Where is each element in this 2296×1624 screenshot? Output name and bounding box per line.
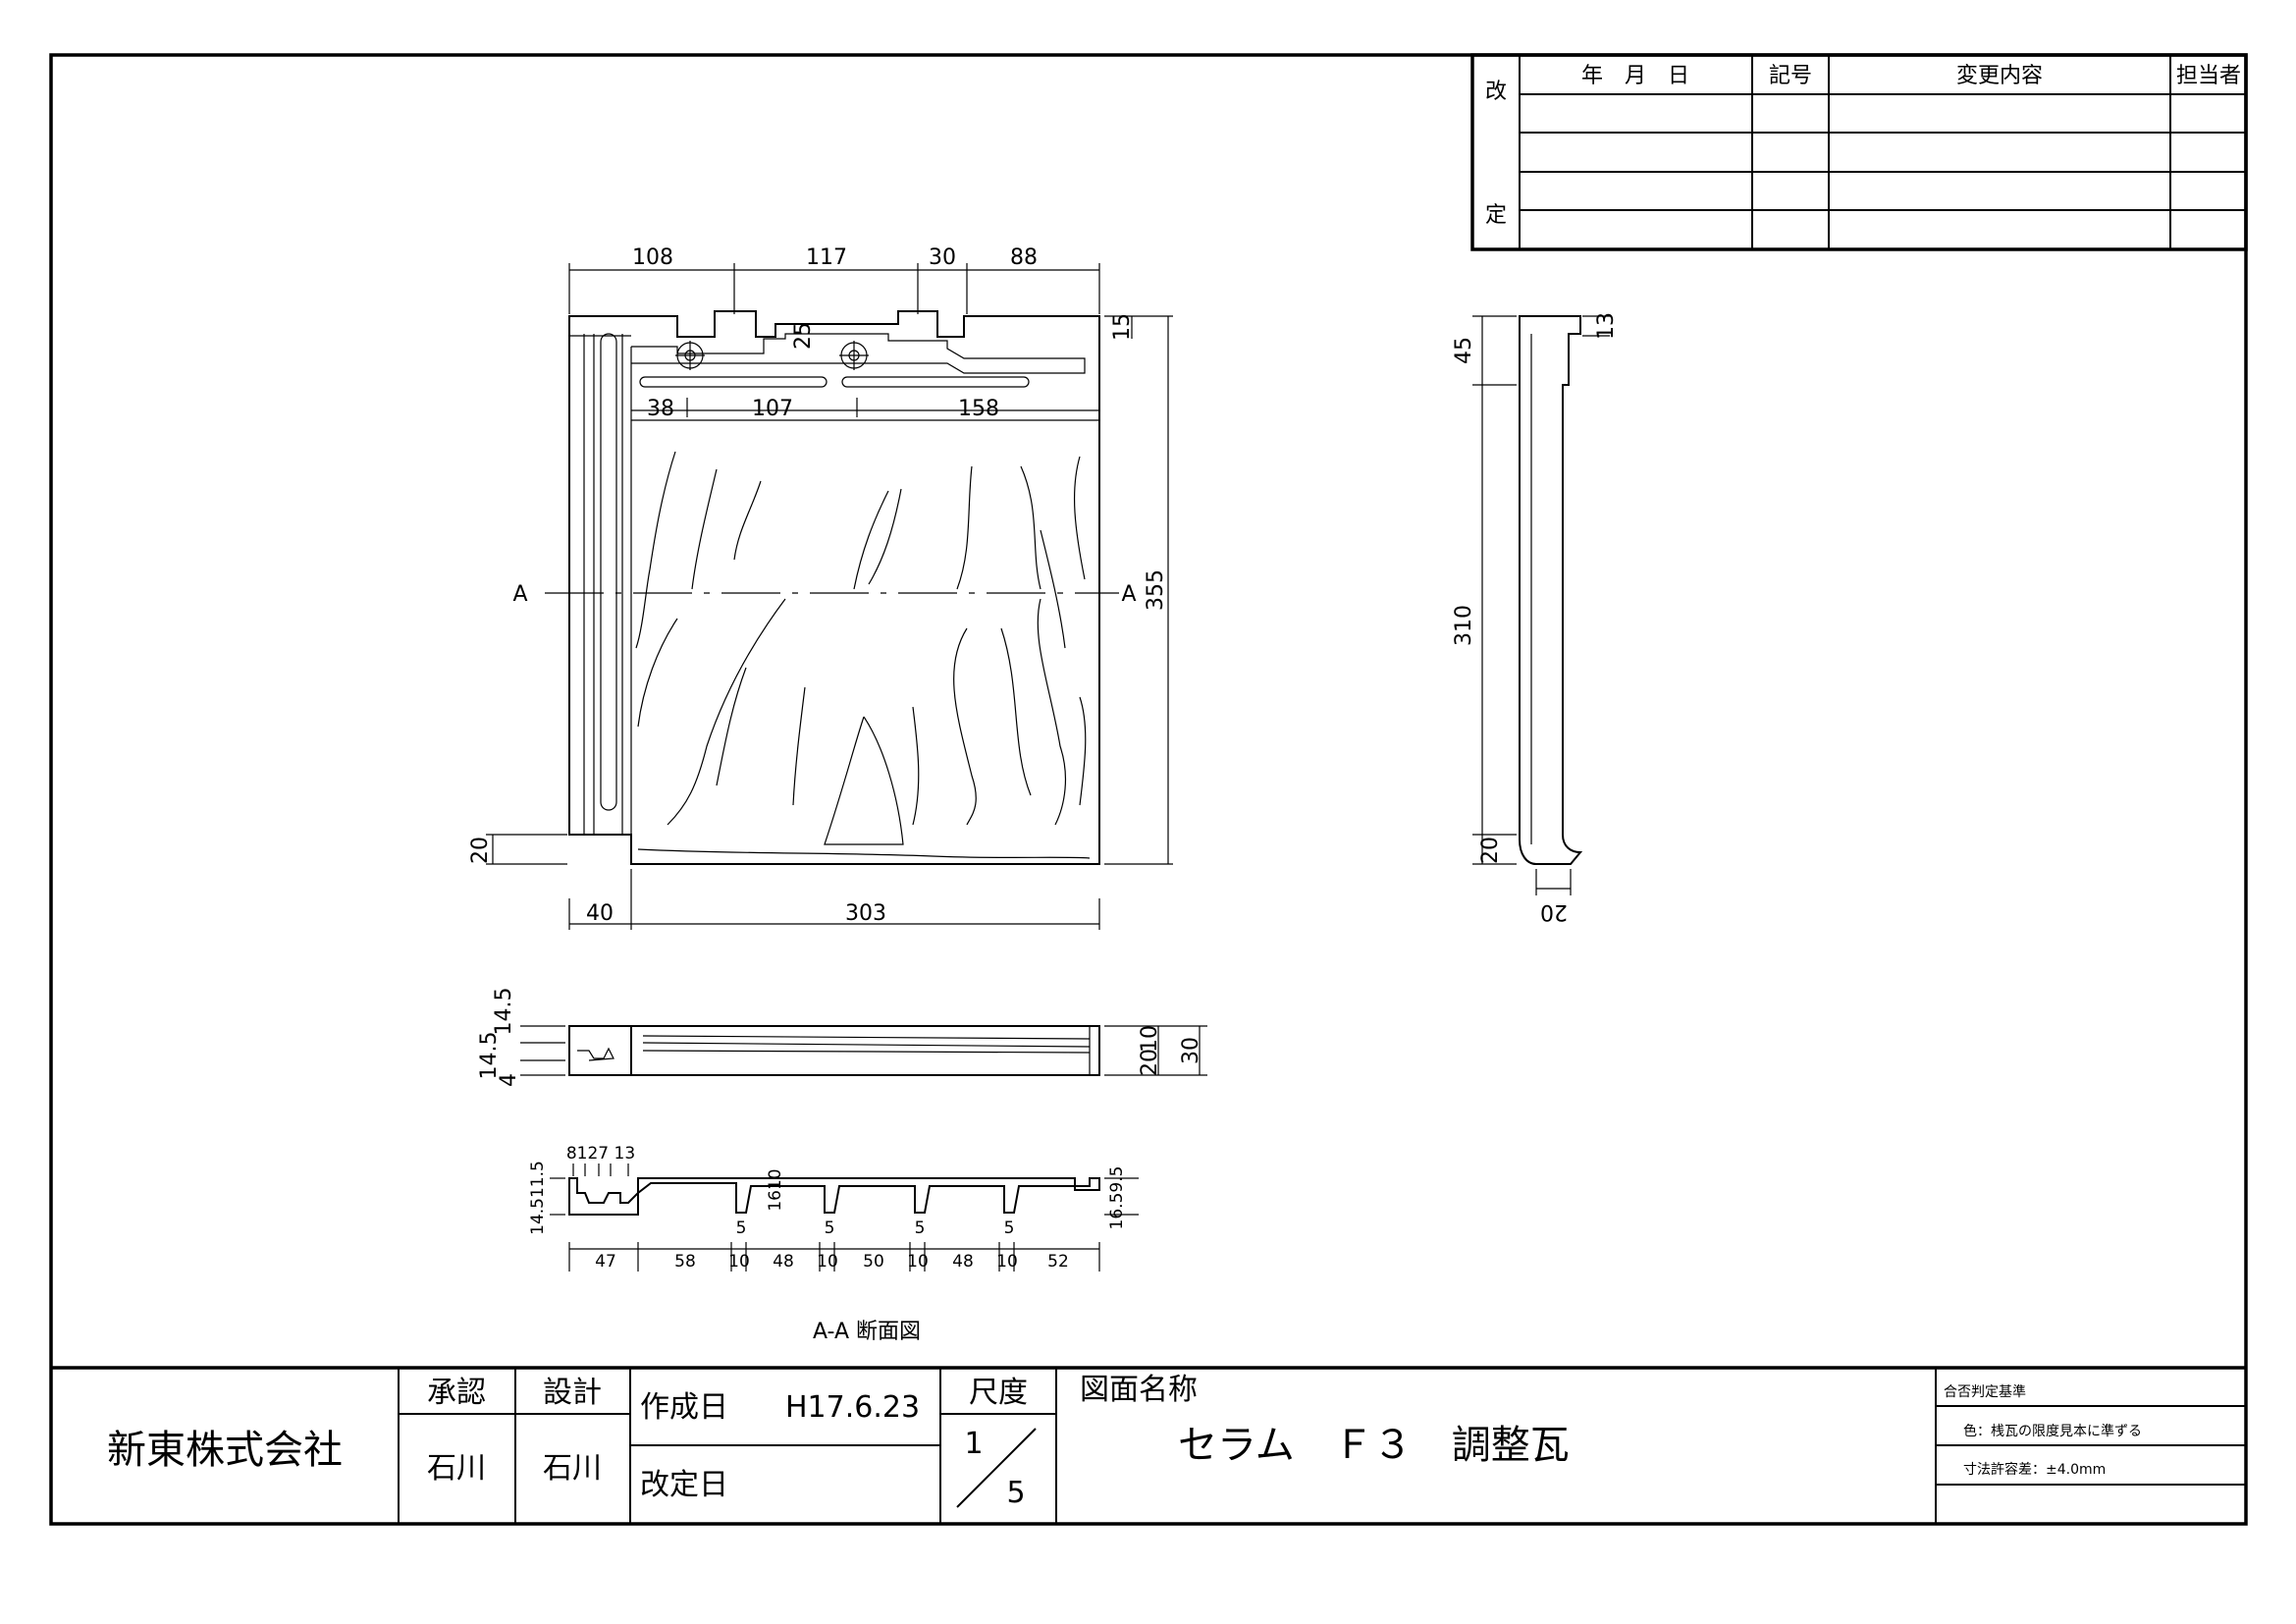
designer-name: 石川 (543, 1451, 602, 1486)
dim-left-section: 14.511.5 (528, 1161, 548, 1235)
design-label: 設計 (543, 1376, 602, 1410)
dim-10-end: 10 (1138, 1025, 1162, 1053)
side-view: 45 310 20 13 20 (1452, 312, 1619, 924)
slot-dim-3: 5 (915, 1218, 926, 1238)
drawing-frame (49, 53, 2248, 1526)
end-view: 14.5 14.5 4 20 10 30 (477, 988, 1207, 1087)
revised-label: 改定日 (640, 1468, 728, 1502)
dim-20-side: 20 (1478, 837, 1503, 864)
dim-14-5: 14.5 (477, 1032, 502, 1080)
dim-40: 40 (586, 901, 614, 926)
dim-14-5-top: 14.5 (492, 988, 516, 1036)
dim-310-side: 310 (1452, 605, 1476, 646)
dim-107: 107 (752, 397, 793, 421)
slot-dim-1: 5 (736, 1218, 747, 1238)
sec-dim-52: 52 (1047, 1252, 1069, 1272)
sec-dim-10c: 10 (907, 1252, 929, 1272)
slot-dim-4: 5 (1004, 1218, 1015, 1238)
dim-355: 355 (1144, 569, 1168, 611)
dim-top-left: 8127 13 (566, 1144, 635, 1164)
section-view: 8127 13 14.511.5 1610 16.59.5 5 5 5 5 47… (528, 1144, 1139, 1344)
sec-dim-58: 58 (674, 1252, 696, 1272)
sec-dim-47: 47 (595, 1252, 616, 1272)
plan-view: 108 117 30 88 38 107 158 25 (468, 245, 1173, 930)
dim-117: 117 (806, 245, 847, 270)
dim-30: 30 (929, 245, 956, 270)
dim-38: 38 (647, 397, 674, 421)
dim-158: 158 (958, 397, 999, 421)
revision-table: 改 定 年 月 日 記号 変更内容 担当者 (1470, 53, 2248, 251)
dim-20-side-bottom: 20 (1540, 899, 1568, 924)
dim-30-end: 30 (1179, 1037, 1203, 1064)
scale-numerator: 1 (964, 1427, 983, 1461)
side-profile (1519, 315, 1583, 865)
created-date: H17.6.23 (785, 1390, 920, 1425)
dim-right-section: 16.59.5 (1107, 1166, 1127, 1230)
sec-dim-10a: 10 (728, 1252, 750, 1272)
dim-303: 303 (845, 901, 886, 926)
dim-20-left: 20 (468, 837, 493, 864)
company-name: 新東株式会社 (107, 1428, 343, 1473)
sec-dim-10d: 10 (996, 1252, 1018, 1272)
revision-label-tei: 定 (1485, 203, 1507, 228)
sec-dim-48b: 48 (952, 1252, 974, 1272)
revision-header-person: 担当者 (2176, 64, 2241, 88)
revision-label-kai: 改 (1485, 80, 1507, 104)
sec-dim-50: 50 (863, 1252, 884, 1272)
scale-denominator: 5 (1006, 1476, 1025, 1510)
criteria-tolerance: 寸法許容差：±4.0mm (1963, 1461, 2106, 1478)
section-marker-right: A (1121, 582, 1136, 607)
revision-header-date: 年 月 日 (1581, 64, 1689, 88)
section-profile (568, 1177, 1100, 1216)
drawing-name: セラム Ｆ３ 調整瓦 (1178, 1423, 1570, 1468)
sec-dim-10b: 10 (817, 1252, 838, 1272)
surface-texture (635, 451, 1091, 859)
approver-name: 石川 (427, 1451, 486, 1486)
approve-label: 承認 (427, 1376, 486, 1410)
dim-108: 108 (632, 245, 673, 270)
dim-20-end: 20 (1138, 1049, 1162, 1076)
created-label: 作成日 (640, 1390, 728, 1425)
dim-45-side: 45 (1452, 337, 1476, 364)
revision-header-content: 変更内容 (1956, 64, 2043, 88)
section-caption: A-A 断面図 (813, 1320, 921, 1344)
dim-25: 25 (791, 322, 816, 350)
criteria-title: 合否判定基準 (1944, 1383, 2026, 1400)
section-marker-left: A (512, 582, 527, 607)
dim-13-side: 13 (1594, 312, 1619, 340)
scale-label: 尺度 (969, 1376, 1028, 1410)
sec-dim-48a: 48 (773, 1252, 794, 1272)
criteria-color: 色：桟瓦の限度見本に準ずる (1963, 1423, 2142, 1439)
revision-header-code: 記号 (1769, 64, 1812, 88)
dim-88: 88 (1010, 245, 1038, 270)
title-block: 新東株式会社 承認 設計 石川 石川 作成日 H17.6.23 改定日 尺度 1… (51, 1366, 2246, 1524)
drawing-name-label: 図面名称 (1080, 1373, 1198, 1407)
tile-outline (568, 310, 1100, 865)
dim-4: 4 (497, 1073, 521, 1087)
slot-dim-2: 5 (825, 1218, 835, 1238)
dim-15: 15 (1110, 313, 1135, 341)
dim-16-10: 1610 (766, 1168, 785, 1211)
